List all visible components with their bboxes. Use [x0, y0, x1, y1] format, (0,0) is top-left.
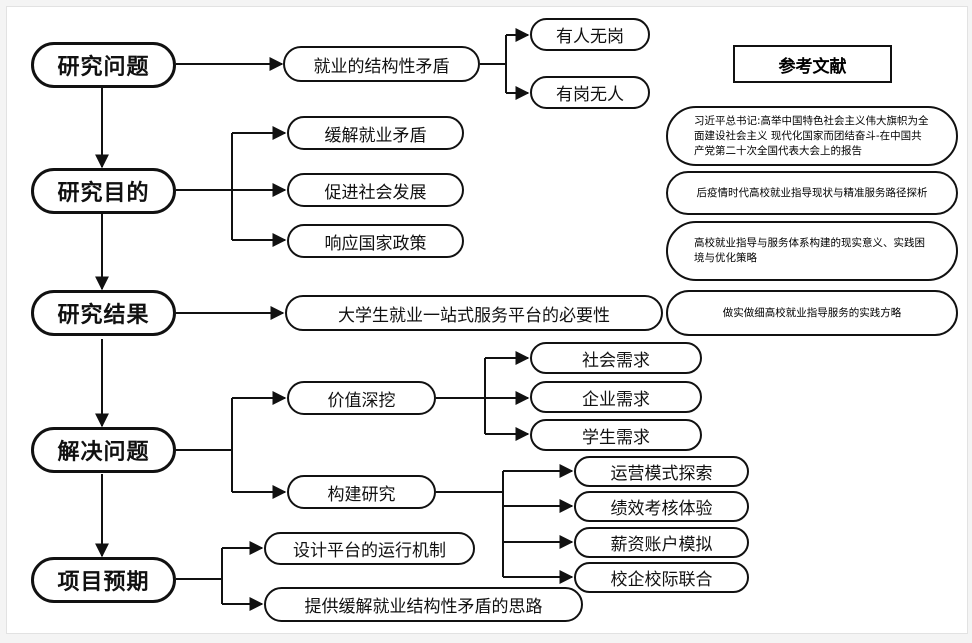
node-jobs-without-people: 有岗无人: [530, 76, 650, 109]
node-research-purpose: 研究目的: [31, 168, 176, 214]
node-enterprise-demand: 企业需求: [530, 381, 702, 413]
node-people-without-jobs: 有人无岗: [530, 18, 650, 51]
reference-item-3: 高校就业指导与服务体系构建的现实意义、实践困境与优化策略: [666, 221, 958, 281]
node-social-demand: 社会需求: [530, 342, 702, 374]
reference-item-4: 做实做细高校就业指导服务的实践方略: [666, 290, 958, 336]
node-research-problem: 研究问题: [31, 42, 176, 88]
node-project-expectation: 项目预期: [31, 557, 176, 603]
node-provide-ideas: 提供缓解就业结构性矛盾的思路: [264, 587, 583, 622]
node-school-enterprise-union: 校企校际联合: [574, 562, 749, 593]
node-value-mining: 价值深挖: [287, 381, 436, 415]
node-performance-assessment: 绩效考核体验: [574, 491, 749, 522]
references-title: 参考文献: [733, 45, 892, 83]
node-purpose-national-policy: 响应国家政策: [287, 224, 464, 258]
node-solve-problem: 解决问题: [31, 427, 176, 473]
node-result-platform-necessity: 大学生就业一站式服务平台的必要性: [285, 295, 663, 331]
node-research-result: 研究结果: [31, 290, 176, 336]
node-structural-contradiction: 就业的结构性矛盾: [283, 46, 480, 82]
node-build-research: 构建研究: [287, 475, 436, 509]
node-student-demand: 学生需求: [530, 419, 702, 451]
node-operation-model: 运营模式探索: [574, 456, 749, 487]
node-purpose-social-development: 促进社会发展: [287, 173, 464, 207]
node-purpose-ease-contradiction: 缓解就业矛盾: [287, 116, 464, 150]
node-salary-account: 薪资账户模拟: [574, 527, 749, 558]
reference-item-2: 后疫情时代高校就业指导现状与精准服务路径探析: [666, 171, 958, 215]
reference-item-1: 习近平总书记:高举中国特色社会主义伟大旗帜为全面建设社会主义 现代化国家而团结奋…: [666, 106, 958, 166]
node-design-mechanism: 设计平台的运行机制: [264, 532, 475, 565]
